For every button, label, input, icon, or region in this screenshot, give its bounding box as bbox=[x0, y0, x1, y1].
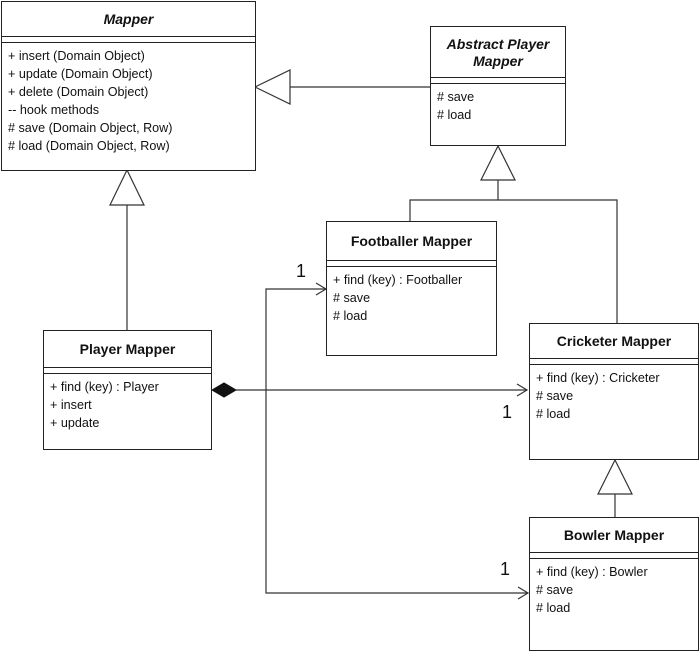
class-name-line: Mapper bbox=[473, 53, 523, 69]
class-footballer-mapper-operations: + find (key) : Footballer # save # load bbox=[327, 267, 496, 325]
operation: + find (key) : Player bbox=[50, 380, 159, 394]
class-player-mapper-attributes bbox=[44, 367, 211, 373]
composition-arrow-bowler bbox=[517, 586, 530, 600]
operation: + update bbox=[50, 416, 100, 430]
composition-line-footballer-bowler bbox=[265, 288, 528, 594]
class-mapper-operations: + insert (Domain Object) + update (Domai… bbox=[2, 43, 255, 155]
operation: # save bbox=[536, 389, 574, 403]
class-abstract-player-mapper-attributes bbox=[431, 77, 565, 83]
class-footballer-mapper: Footballer Mapper + find (key) : Footbal… bbox=[326, 221, 497, 356]
operation: # load bbox=[536, 407, 571, 421]
operation: # load bbox=[333, 309, 368, 323]
operation: + delete (Domain Object) bbox=[8, 85, 149, 99]
class-bowler-mapper-name: Bowler Mapper bbox=[563, 526, 665, 543]
operation: + find (key) : Bowler bbox=[536, 565, 648, 579]
class-footballer-mapper-name: Footballer Mapper bbox=[350, 232, 473, 249]
generalization-arrowhead-mapper-right bbox=[253, 69, 291, 105]
class-bowler-mapper: Bowler Mapper + find (key) : Bowler # sa… bbox=[529, 517, 699, 651]
class-player-mapper: Player Mapper + find (key) : Player + in… bbox=[43, 330, 212, 450]
class-player-mapper-name: Player Mapper bbox=[79, 340, 176, 357]
class-footballer-mapper-attributes bbox=[327, 260, 496, 266]
class-cricketer-mapper-operations: + find (key) : Cricketer # save # load bbox=[530, 365, 698, 423]
generalization-arrowhead-abstract bbox=[480, 144, 516, 181]
operation: # load bbox=[536, 601, 571, 615]
class-player-mapper-operations: + find (key) : Player + insert + update bbox=[44, 374, 211, 432]
class-cricketer-mapper: Cricketer Mapper + find (key) : Crickete… bbox=[529, 323, 699, 460]
class-cricketer-mapper-attributes bbox=[530, 358, 698, 364]
operation: # save bbox=[437, 90, 475, 104]
operation: # save (Domain Object, Row) bbox=[8, 121, 173, 135]
operation: # save bbox=[333, 291, 371, 305]
operation: # load (Domain Object, Row) bbox=[8, 139, 170, 153]
class-abstract-player-mapper-name: Abstract Player Mapper bbox=[431, 27, 565, 77]
class-mapper-name: Mapper bbox=[103, 10, 154, 27]
class-cricketer-mapper-name: Cricketer Mapper bbox=[556, 332, 672, 349]
generalization-line-footballer-to-abstract bbox=[409, 180, 499, 221]
multiplicity-footballer: 1 bbox=[296, 261, 307, 281]
generalization-arrowhead-cricketer bbox=[597, 458, 633, 495]
operation: # save bbox=[536, 583, 574, 597]
operation: + insert (Domain Object) bbox=[8, 49, 145, 63]
operation: + find (key) : Footballer bbox=[333, 273, 463, 287]
operation: + update (Domain Object) bbox=[8, 67, 153, 81]
operation: + insert bbox=[50, 398, 92, 412]
class-bowler-mapper-attributes bbox=[530, 552, 698, 558]
class-name-line: Abstract Player bbox=[446, 36, 550, 52]
operation: + find (key) : Cricketer bbox=[536, 371, 660, 385]
composition-diamond bbox=[211, 382, 237, 398]
operation: -- hook methods bbox=[8, 103, 99, 117]
class-abstract-player-mapper: Abstract Player Mapper # save # load bbox=[430, 26, 566, 146]
class-mapper: Mapper + insert (Domain Object) + update… bbox=[1, 1, 256, 171]
operation: # load bbox=[437, 108, 472, 122]
multiplicity-bowler: 1 bbox=[500, 559, 511, 579]
class-bowler-mapper-operations: + find (key) : Bowler # save # load bbox=[530, 559, 698, 617]
multiplicity-cricketer: 1 bbox=[502, 402, 513, 422]
class-abstract-player-mapper-operations: # save # load bbox=[431, 84, 565, 124]
composition-arrow-cricketer bbox=[516, 383, 529, 397]
generalization-line-cricketer-to-abstract bbox=[498, 199, 618, 323]
generalization-arrowhead-mapper-bottom bbox=[109, 168, 145, 206]
class-mapper-attributes bbox=[2, 36, 255, 42]
